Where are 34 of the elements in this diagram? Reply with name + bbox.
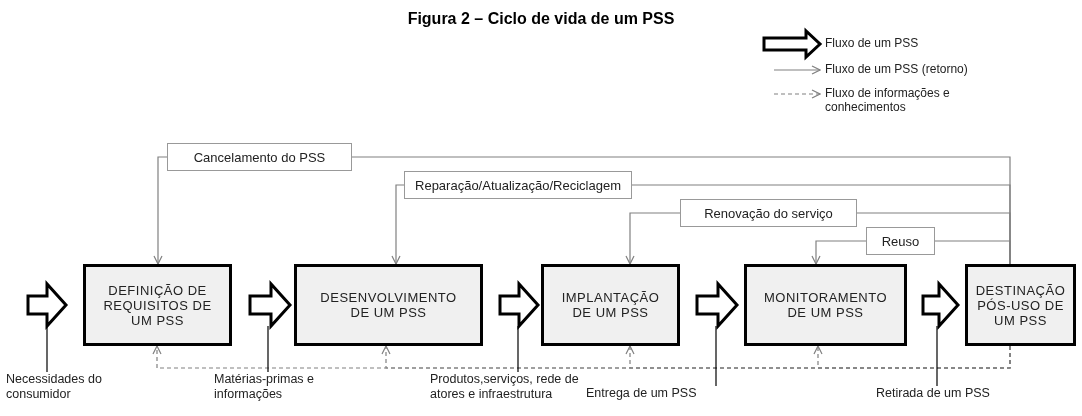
process-label: MONITORAMENTO DE UM PSS xyxy=(763,290,888,320)
block-arrow xyxy=(498,280,541,330)
legend-label: Fluxo de um PSS (retorno) xyxy=(825,62,969,77)
leader-line xyxy=(517,325,519,373)
leader-line xyxy=(46,325,48,373)
leader-line xyxy=(715,325,717,387)
leader-line xyxy=(936,325,938,387)
process-label: DESENVOLVIMENTO DE UM PSS xyxy=(320,290,457,320)
edge-label: Renovação do serviço xyxy=(680,199,857,227)
process-box xyxy=(744,264,907,346)
process-box xyxy=(83,264,232,346)
edge-label: Cancelamento do PSS xyxy=(167,143,352,171)
process-box xyxy=(541,264,680,346)
block-arrow xyxy=(921,280,961,330)
process-label: DEFINIÇÃO DE REQUISITOS DE UM PSS xyxy=(102,282,213,328)
input-label: Retirada de um PSS xyxy=(876,386,991,401)
leader-line xyxy=(267,325,269,373)
process-box xyxy=(965,264,1076,346)
edge-label: Reuso xyxy=(866,227,935,255)
block-arrow xyxy=(248,280,293,330)
dashed-arrow xyxy=(152,345,1011,369)
figure-title: Figura 2 – Ciclo de vida de um PSS xyxy=(406,10,676,28)
process-label: DESTINAÇÃO PÓS-USO DE UM PSS xyxy=(974,282,1067,328)
input-label: Necessidades do consumidor xyxy=(6,372,103,402)
input-label: Entrega de um PSS xyxy=(586,386,698,401)
process-label: IMPLANTAÇÃO DE UM PSS xyxy=(560,290,661,320)
input-label: Produtos,serviços, rede de atores e infraestrutura xyxy=(430,372,580,402)
block-arrow xyxy=(26,280,69,330)
edge-label: Reparação/Atualização/Reciclagem xyxy=(404,171,632,199)
legend-label: Fluxo de um PSS xyxy=(825,36,920,51)
process-box xyxy=(294,264,483,346)
legend-label: Fluxo de informações e conhecimentos xyxy=(825,86,951,115)
block-arrow xyxy=(695,280,740,330)
input-label: Matérias-primas e informações xyxy=(214,372,316,402)
